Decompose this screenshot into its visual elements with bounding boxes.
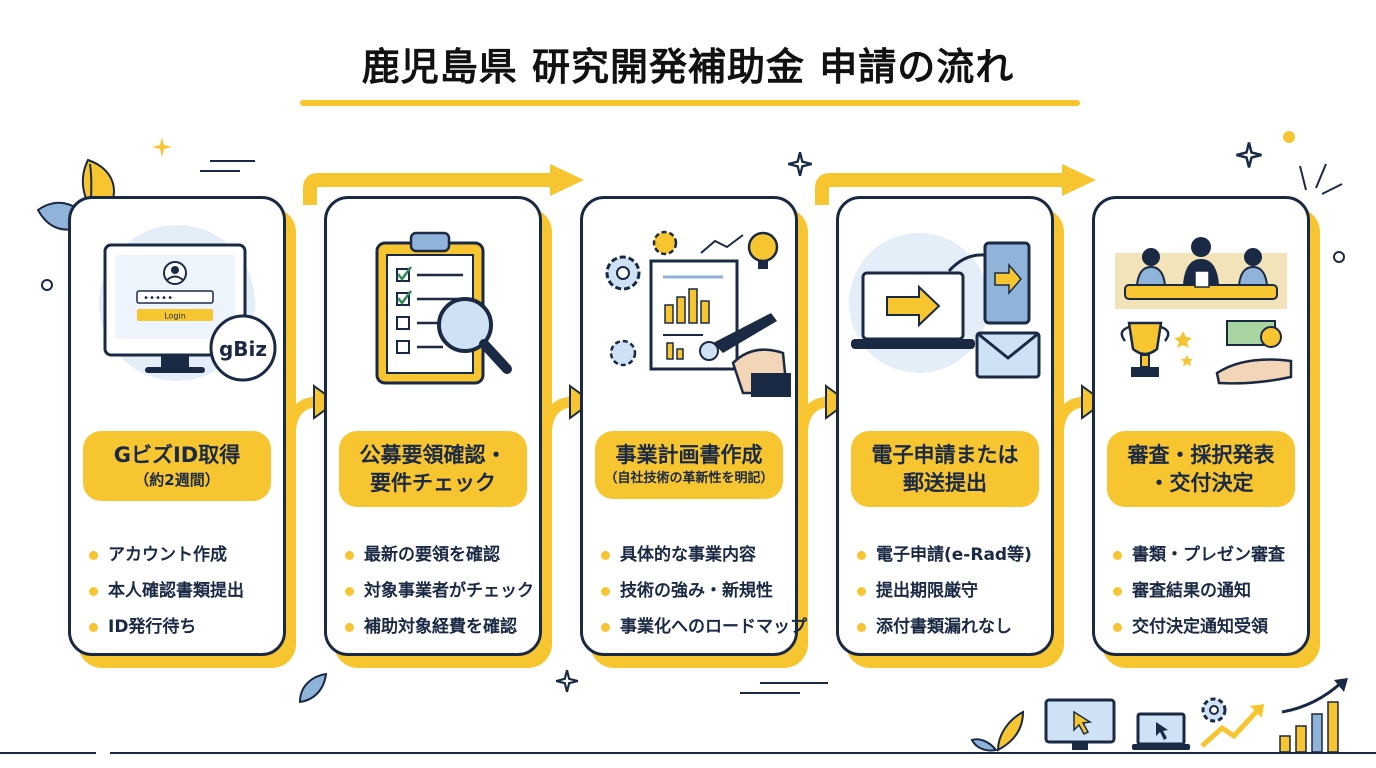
step-title: GビズID取得 bbox=[113, 443, 241, 467]
step-title-pill: 電子申請または 郵送提出 bbox=[851, 431, 1039, 507]
dot-icon bbox=[1333, 251, 1345, 263]
step-bullet-list: 書類・プレゼン審査 審査結果の通知 交付決定通知受領 bbox=[1113, 537, 1285, 645]
step-title: 事業計画書作成 bbox=[615, 443, 763, 467]
step-card-3: 事業計画書作成 （自社技術の革新性を明記） 具体的な事業内容 技術の強み・新規性… bbox=[580, 196, 807, 656]
sparkle-icon bbox=[555, 669, 579, 693]
sparkle-icon bbox=[788, 152, 812, 176]
step-subtitle: 郵送提出 bbox=[903, 471, 987, 495]
list-item: ID発行待ち bbox=[89, 609, 244, 645]
list-item: 電子申請(e-Rad等) bbox=[857, 537, 1032, 573]
meeting-trophy-icon bbox=[1115, 237, 1293, 385]
login-button-label: Login bbox=[164, 312, 186, 321]
step-card-2: 公募要領確認・ 要件チェック 最新の要領を確認 対象事業者がチェック 補助対象経… bbox=[324, 196, 542, 656]
sparkle-icon bbox=[152, 137, 172, 157]
step-subtitle: （自社技術の革新性を明記） bbox=[604, 471, 774, 486]
step-card-1: ••••• Login gBiz GビズID取得 （約2週間） アカウント作成 … bbox=[68, 196, 286, 656]
computer-login-icon: ••••• Login gBiz bbox=[99, 225, 277, 382]
monitor-cursor-icon bbox=[1044, 698, 1116, 750]
password-field: ••••• bbox=[143, 293, 173, 304]
list-item: 具体的な事業内容 bbox=[601, 537, 807, 573]
business-plan-icon bbox=[605, 230, 791, 397]
list-item: 審査結果の通知 bbox=[1113, 573, 1285, 609]
speed-lines-icon bbox=[200, 160, 255, 172]
dot-icon bbox=[41, 279, 53, 291]
list-item: 添付書類漏れなし bbox=[857, 609, 1032, 645]
step-title-pill: 公募要領確認・ 要件チェック bbox=[339, 431, 527, 507]
list-item: 提出期限厳守 bbox=[857, 573, 1032, 609]
step-subtitle: ・交付決定 bbox=[1148, 471, 1254, 495]
step-title-pill: 事業計画書作成 （自社技術の革新性を明記） bbox=[595, 431, 783, 499]
step-bullet-list: アカウント作成 本人確認書類提出 ID発行待ち bbox=[89, 537, 244, 645]
list-item: 対象事業者がチェック bbox=[345, 573, 534, 609]
laptop-cursor-icon bbox=[1132, 712, 1190, 750]
list-item: 交付決定通知受領 bbox=[1113, 609, 1285, 645]
flow-arrow-top bbox=[815, 164, 1096, 205]
flow-arrow-top bbox=[303, 164, 584, 205]
page-title: 鹿児島県 研究開発補助金 申請の流れ bbox=[361, 45, 1015, 89]
list-item: 事業化へのロードマップ bbox=[601, 609, 807, 645]
leaf-decoration-icon bbox=[298, 672, 328, 704]
step-subtitle: 要件チェック bbox=[370, 471, 496, 495]
list-item: アカウント作成 bbox=[89, 537, 244, 573]
list-item: 書類・プレゼン審査 bbox=[1113, 537, 1285, 573]
step-bullet-list: 最新の要領を確認 対象事業者がチェック 補助対象経費を確認 bbox=[345, 537, 534, 645]
burst-lines-icon bbox=[1299, 163, 1343, 195]
step-title-pill: GビズID取得 （約2週間） bbox=[83, 431, 271, 501]
step-card-5: 審査・採択発表 ・交付決定 書類・プレゼン審査 審査結果の通知 交付決定通知受領 bbox=[1092, 196, 1310, 656]
laptop-mail-icon bbox=[849, 233, 1041, 379]
step-subtitle: （約2週間） bbox=[134, 471, 220, 489]
sparkle-icon bbox=[1236, 142, 1262, 168]
step-bullet-list: 電子申請(e-Rad等) 提出期限厳守 添付書類漏れなし bbox=[857, 537, 1032, 645]
clipboard-magnifier-icon bbox=[375, 231, 512, 385]
ground-line bbox=[0, 752, 1376, 754]
step-card-4: 電子申請または 郵送提出 電子申請(e-Rad等) 提出期限厳守 添付書類漏れな… bbox=[836, 196, 1054, 656]
step-title: 公募要領確認・ bbox=[359, 443, 507, 467]
gbiz-logo: gBiz bbox=[219, 337, 267, 361]
bar-growth-icon bbox=[1279, 678, 1348, 753]
list-item: 補助対象経費を確認 bbox=[345, 609, 534, 645]
step-title-pill: 審査・採択発表 ・交付決定 bbox=[1107, 431, 1295, 507]
list-item: 技術の強み・新規性 bbox=[601, 573, 807, 609]
step-title: 電子申請または bbox=[871, 443, 1019, 467]
title-underline bbox=[300, 100, 1080, 106]
gear-growth-icon bbox=[1200, 697, 1264, 748]
list-item: 本人確認書類提出 bbox=[89, 573, 244, 609]
step-title: 審査・採択発表 bbox=[1127, 443, 1275, 467]
dot-icon bbox=[1283, 131, 1295, 143]
leaf-decoration-icon bbox=[970, 710, 1025, 752]
list-item: 最新の要領を確認 bbox=[345, 537, 534, 573]
step-bullet-list: 具体的な事業内容 技術の強み・新規性 事業化へのロードマップ bbox=[601, 537, 807, 645]
speed-lines-icon bbox=[740, 682, 828, 694]
